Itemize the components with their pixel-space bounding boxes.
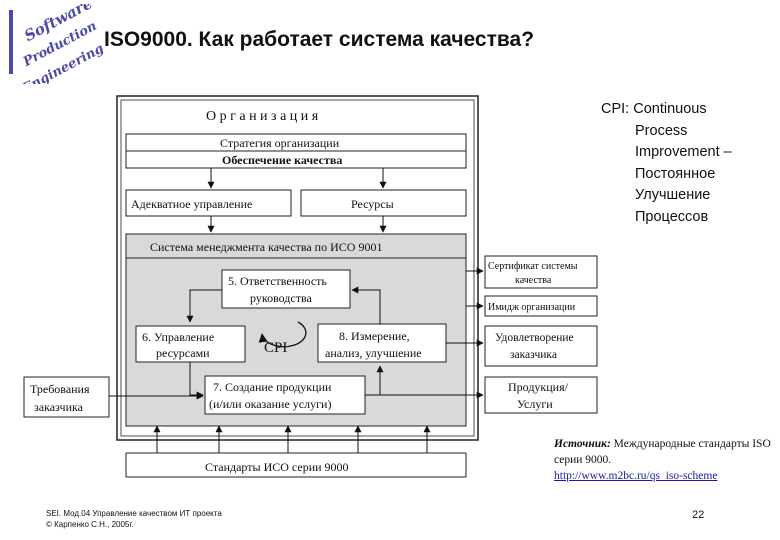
source-label: Источник:	[554, 438, 611, 450]
cpi-note-line2: Process	[635, 122, 688, 139]
qms-header	[125, 233, 467, 259]
footer: SEI. Мод.04 Управление качеством ИТ прое…	[46, 508, 222, 530]
resources-label: Ресурсы	[351, 197, 394, 211]
adequate-management-box	[125, 189, 292, 217]
measurement-analysis-box	[317, 323, 447, 363]
slide-title: ISO9000. Как работает система качества?	[104, 28, 535, 51]
management-responsibility-box	[221, 269, 351, 309]
footer-line2: © Карпенко С.Н., 2005г.	[46, 520, 134, 529]
organization-label: О р г а н и з а ц и я	[206, 109, 319, 124]
box6-line2: ресурсами	[156, 346, 210, 360]
product-line1: Продукция/	[508, 380, 569, 394]
product-services-box	[484, 376, 598, 414]
product-line2: Услуги	[517, 397, 553, 411]
software-production-engineering-logo: Software Production Engineering	[19, 4, 106, 84]
resources-box	[300, 189, 467, 217]
satisfaction-line1: Удовлетворение	[495, 332, 574, 344]
satisfaction-line2: заказчика	[510, 349, 557, 361]
page-number: 22	[692, 509, 705, 521]
resource-management-box	[135, 325, 246, 363]
standards-label: Стандарты ИСО серии 9000	[205, 460, 349, 474]
product-realization-box	[204, 375, 366, 415]
box6-line1: 6. Управление	[142, 330, 214, 344]
strategy-label: Стратегия организации	[220, 136, 340, 150]
source-text: Международные стандарты ISO серии 9000.	[554, 438, 771, 466]
box8-line2: анализ, улучшение	[325, 346, 422, 360]
iso-standards-box	[125, 452, 467, 478]
customer-satisfaction-box	[484, 325, 598, 367]
cpi-label: CPI	[264, 340, 287, 356]
customer-req-line2: заказчика	[34, 400, 84, 414]
cpi-note-line3: Improvement –	[635, 144, 732, 160]
image-label: Имидж организации	[488, 302, 576, 313]
cpi-note-line5: Улучшение	[635, 187, 711, 203]
source-citation: Источник: Международные стандарты ISO се…	[554, 436, 774, 484]
footer-line1: SEI. Мод.04 Управление качеством ИТ прое…	[46, 509, 222, 518]
box5-line1: 5. Ответственность	[228, 274, 327, 288]
cpi-note-line6: Процессов	[635, 208, 709, 225]
certificate-line1: Сертификат системы	[488, 261, 578, 272]
customer-req-line1: Требования	[30, 382, 90, 396]
box8-line1: 8. Измерение,	[339, 329, 410, 343]
cpi-note: CPI: Continuous Process Improvement – По…	[601, 99, 771, 228]
box7-line2: (и/или оказание услуги)	[209, 397, 331, 411]
image-box	[484, 295, 598, 317]
logo-accent-bar	[9, 10, 13, 74]
cpi-note-line4: Постоянное	[635, 165, 716, 182]
source-link[interactable]: http://www.m2bc.ru/qs_iso-scheme	[554, 470, 718, 482]
cpi-note-line1: CPI: Continuous	[601, 101, 707, 117]
adequate-management-label: Адекватное управление	[131, 197, 252, 211]
certificate-line2: качества	[515, 275, 552, 286]
certificate-box	[484, 255, 598, 289]
cpi-cycle-arrow	[258, 321, 307, 348]
box5-line2: руководства	[250, 291, 312, 305]
quality-assurance-label: Обеспечение качества	[222, 153, 342, 167]
box7-line1: 7. Создание продукции	[213, 380, 332, 394]
customer-requirements-box	[23, 376, 110, 418]
qms-label: Система менеджмента качества по ИСО 9001	[150, 240, 382, 254]
